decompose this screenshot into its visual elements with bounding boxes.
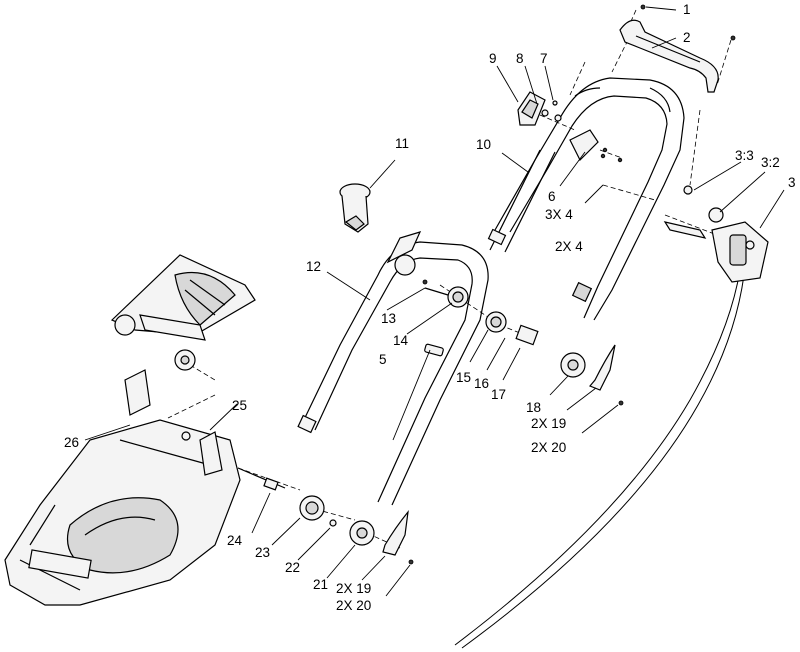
grass-bag — [110, 254, 256, 371]
pin-5 — [424, 343, 444, 357]
callout-21: 21 — [313, 577, 328, 592]
handle-clip — [339, 183, 371, 233]
mower-deck — [4, 369, 241, 606]
callout-7: 7 — [540, 51, 548, 66]
callout-24: 24 — [227, 533, 243, 548]
callout-13: 13 — [381, 311, 396, 326]
assembly-guide-lines — [167, 9, 732, 549]
callout-11: 11 — [395, 136, 409, 151]
adjuster-knob — [422, 279, 469, 308]
right-height-lever — [560, 344, 624, 406]
callout-10: 10 — [476, 137, 491, 152]
callout-12: 12 — [306, 259, 321, 274]
callout-22: 22 — [285, 560, 300, 575]
callout-18: 18 — [526, 400, 541, 415]
lower-handle — [297, 231, 489, 506]
callout-25: 25 — [232, 398, 247, 413]
callout-6-qty: 3X 4 — [545, 207, 573, 222]
callout-6: 6 — [548, 189, 556, 204]
callout-23: 23 — [255, 545, 270, 560]
switch-box — [517, 91, 562, 126]
callout-17: 17 — [491, 387, 506, 402]
leader-lines — [84, 6, 785, 597]
callout-20: 2X 20 — [531, 440, 566, 455]
rear-wheel-parts — [237, 467, 414, 565]
callout-5: 5 — [379, 352, 387, 367]
callout-8: 8 — [516, 51, 524, 66]
callout-3-3: 3:3 — [735, 148, 754, 163]
callout-3: 3 — [788, 175, 796, 190]
callout-1: 1 — [683, 2, 691, 17]
callout-9: 9 — [489, 51, 497, 66]
callout-14: 14 — [393, 333, 409, 348]
callout-15: 15 — [456, 370, 471, 385]
callout-2: 2 — [683, 30, 691, 45]
callout-3-2: 3:2 — [761, 155, 780, 170]
callout-labels: 1 2 3 3:3 3:2 2X 4 5 6 3X 4 7 8 9 10 11 … — [64, 2, 796, 613]
switch-housing — [663, 185, 769, 283]
callout-16: 16 — [474, 376, 489, 391]
callout-20b: 2X 20 — [336, 598, 371, 613]
handle-bracket — [569, 129, 623, 163]
callout-4: 2X 4 — [555, 239, 583, 254]
callout-19b: 2X 19 — [336, 581, 371, 596]
upper-handle — [494, 77, 685, 321]
right-hub — [485, 311, 539, 346]
control-cable — [454, 269, 745, 649]
callout-26: 26 — [64, 435, 79, 450]
handle-tube-10 — [487, 149, 556, 253]
callout-19: 2X 19 — [531, 416, 566, 431]
bail-bar — [619, 4, 736, 93]
